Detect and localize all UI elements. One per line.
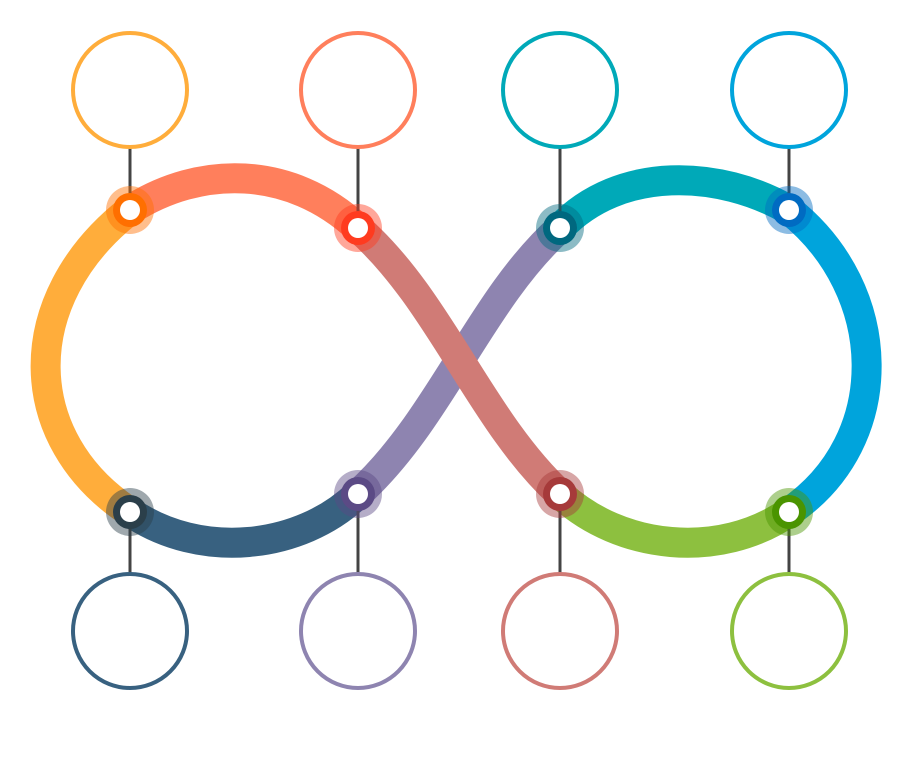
node-1-callout-circle: [71, 31, 189, 149]
node-8-callout-circle: [730, 572, 848, 690]
node-3-center: [550, 218, 570, 238]
loop-segment-cross-down: [348, 216, 571, 506]
node-6-center: [348, 484, 368, 504]
node-5-center: [120, 502, 140, 522]
node-3-callout-circle: [501, 31, 619, 149]
node-6-callout-circle: [299, 572, 417, 690]
callout-circles: [71, 31, 848, 690]
node-4-callout-circle: [730, 31, 848, 149]
loop-segment-top-right: [549, 165, 797, 239]
loop-segment-left: [30, 198, 140, 525]
node-1-center: [120, 200, 140, 220]
node-5-callout-circle: [71, 572, 189, 690]
node-8-center: [779, 502, 799, 522]
loop-segment-top-left: [121, 163, 369, 240]
loop-segments: [30, 163, 882, 558]
node-2-callout-circle: [299, 31, 417, 149]
loop-segment-bottom-left: [121, 482, 369, 558]
node-7-center: [550, 484, 570, 504]
node-4-center: [779, 200, 799, 220]
loop-segment-right: [779, 198, 882, 525]
loop-segment-bottom-right: [549, 482, 798, 558]
loop-nodes: [106, 186, 813, 536]
node-2-center: [348, 218, 368, 238]
node-7-callout-circle: [501, 572, 619, 690]
